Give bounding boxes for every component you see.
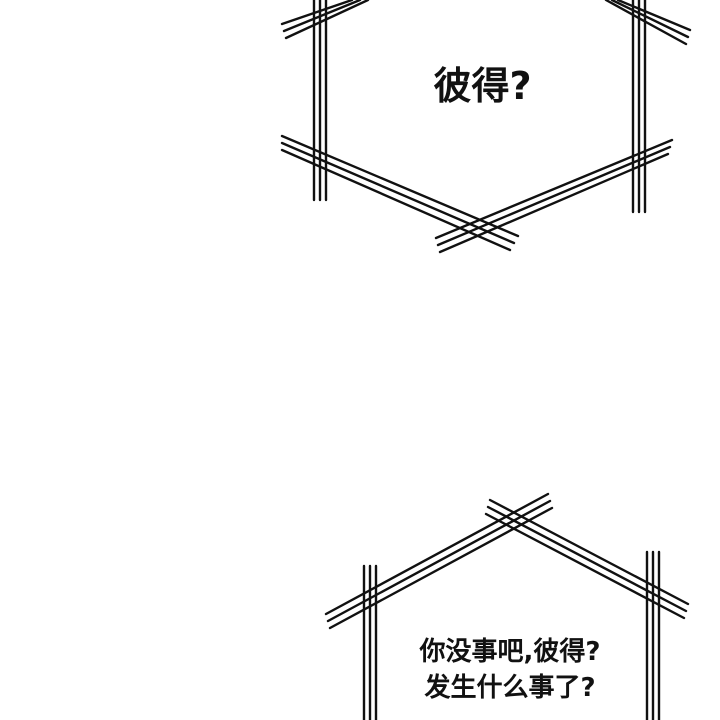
top-bubble-top-right-edge bbox=[604, 0, 692, 46]
top-bubble-left-edge bbox=[312, 0, 328, 202]
bottom-bubble-roof-right-edge bbox=[484, 498, 690, 620]
bottom-bubble-line-1: 你没事吧,彼得? bbox=[419, 637, 601, 667]
top-bubble-top-left-edge bbox=[280, 0, 370, 40]
top-bubble-line-1: 彼得? bbox=[433, 64, 532, 108]
top-speech-bubble-text: 彼得? bbox=[400, 60, 565, 112]
bottom-bubble-right-edge bbox=[645, 550, 661, 720]
bottom-speech-bubble-text: 你没事吧,彼得? 发生什么事了? bbox=[395, 634, 625, 706]
bottom-bubble-left-edge bbox=[362, 564, 378, 720]
bottom-bubble-line-2: 发生什么事了? bbox=[424, 673, 596, 703]
top-bubble-right-edge bbox=[631, 0, 647, 214]
top-bubble-bottom-right-edge bbox=[434, 138, 674, 254]
